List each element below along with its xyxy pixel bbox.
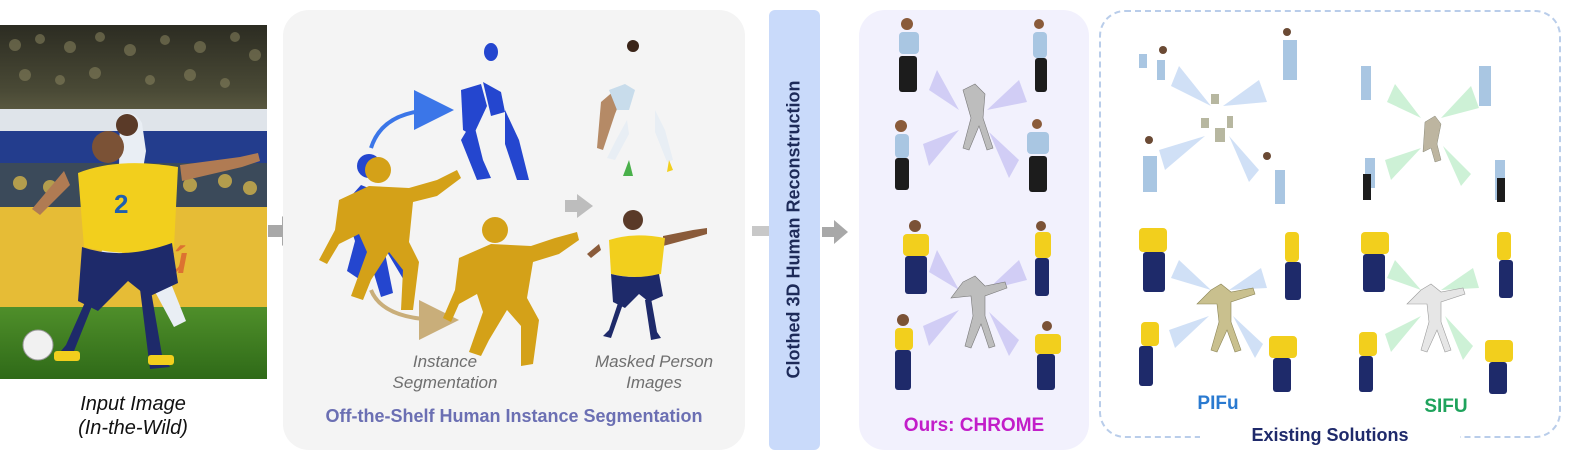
existing-solutions-title: Existing Solutions (1200, 425, 1460, 447)
instance-seg-label: Instance Segmentation (370, 352, 520, 393)
blue-instance-mask (461, 43, 529, 180)
input-image: Itaú 2 (0, 25, 267, 379)
arrow-tan-icon (369, 289, 459, 340)
arrow-blue-icon (369, 90, 454, 149)
masked-images-label-line1: Masked Person (594, 352, 714, 371)
input-caption-line1: Input Image (80, 393, 186, 415)
masked-person-main (587, 210, 707, 340)
arrow-bar-to-ours-icon (822, 220, 848, 244)
ours-figure (895, 18, 1061, 390)
pifu-bottom-group (1139, 228, 1301, 392)
arrow-masks-to-images-icon (565, 194, 593, 218)
input-caption-line2: (In-the-Wild) (78, 417, 188, 440)
jersey-number: 2 (114, 189, 128, 219)
combined-instance-masks (319, 154, 461, 310)
instance-seg-label-line2: Segmentation (392, 372, 498, 392)
masked-images-label-line2: Images (626, 372, 682, 392)
ours-bottom-group (895, 220, 1061, 390)
ours-top-group (895, 18, 1049, 192)
reconstruction-bar-label: Clothed 3D Human Reconstruction (783, 80, 804, 379)
segmentation-title: Off-the-Shelf Human Instance Segmentatio… (325, 406, 703, 426)
masked-person-opponent (597, 40, 673, 176)
sifu-bottom-group (1359, 232, 1513, 394)
reconstruction-bar (769, 10, 820, 450)
ours-label: Ours: CHROME (903, 415, 1045, 436)
segmentation-figure (319, 40, 707, 366)
input-caption: Input Image (In-the-Wild) (28, 392, 238, 441)
existing-solutions-figure (1139, 28, 1513, 394)
sifu-top-group (1361, 66, 1505, 202)
pifu-label: PIFu (1197, 393, 1239, 414)
instance-seg-label-line1: Instance (412, 352, 478, 371)
football (22, 329, 54, 361)
pifu-top-group (1139, 28, 1297, 204)
masked-images-label: Masked Person Images (575, 352, 733, 393)
main-player: 2 (32, 131, 260, 369)
arrow-seg-to-bar-icon (752, 226, 770, 236)
sifu-label: SIFU (1424, 396, 1468, 417)
gold-instance-mask (443, 217, 579, 366)
